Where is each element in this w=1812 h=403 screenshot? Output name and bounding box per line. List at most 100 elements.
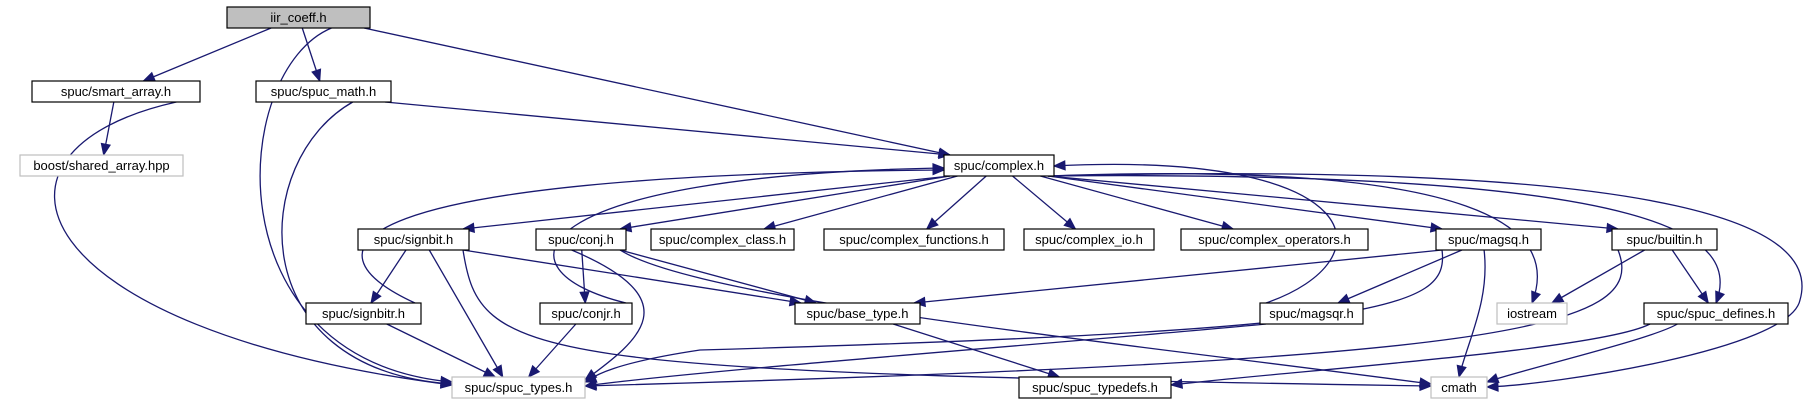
edge-magsq-to-base_type xyxy=(912,249,1443,308)
node-magsq[interactable]: spuc/magsq.h xyxy=(1435,228,1542,251)
node-cmath: cmath xyxy=(1430,376,1488,399)
node-box xyxy=(305,302,422,325)
arrowhead xyxy=(1052,160,1066,171)
edge-complex-to-complex_functions xyxy=(925,175,987,230)
arrowhead xyxy=(925,217,939,230)
arrowhead xyxy=(100,142,111,157)
node-label: spuc/builtin.h xyxy=(1627,232,1703,247)
node-label: spuc/complex_operators.h xyxy=(1198,232,1350,247)
node-box xyxy=(357,228,470,251)
edge-spuc_math-to-complex xyxy=(384,101,952,160)
edge-line xyxy=(1458,249,1486,378)
edge-line xyxy=(553,167,945,304)
edge-line xyxy=(1012,175,1076,230)
node-spuc_types: spuc/spuc_types.h xyxy=(451,376,586,399)
arrowhead xyxy=(311,68,322,83)
node-box xyxy=(650,228,795,251)
node-label: spuc/spuc_typedefs.h xyxy=(1032,380,1158,395)
node-label: spuc/complex.h xyxy=(954,158,1044,173)
node-signbitr[interactable]: spuc/signbitr.h xyxy=(305,302,422,325)
edge-line xyxy=(259,27,453,383)
edge-line xyxy=(1337,249,1463,304)
node-conjr[interactable]: spuc/conjr.h xyxy=(539,302,633,325)
node-label: spuc/conjr.h xyxy=(551,306,620,321)
node-conj[interactable]: spuc/conj.h xyxy=(535,228,627,251)
node-label: spuc/magsq.h xyxy=(1448,232,1529,247)
edge-spuc_defines-to-cmath xyxy=(1485,323,1678,383)
node-spuc_typedefs[interactable]: spuc/spuc_typedefs.h xyxy=(1018,376,1172,399)
edge-line xyxy=(584,323,1267,387)
node-label: spuc/complex_class.h xyxy=(659,232,786,247)
node-label: spuc/magsqr.h xyxy=(1269,306,1354,321)
edge-builtin-to-spuc_types xyxy=(583,249,1623,391)
edge-magsq-to-cmath xyxy=(1456,249,1486,379)
node-spuc_math[interactable]: spuc/spuc_math.h xyxy=(255,80,392,103)
arrowhead xyxy=(1418,377,1433,388)
edge-complex-to-complex_class xyxy=(762,175,958,232)
node-label: spuc/spuc_math.h xyxy=(271,84,377,99)
node-label: spuc/complex_functions.h xyxy=(839,232,989,247)
arrowhead xyxy=(527,364,541,378)
arrowhead xyxy=(1550,292,1565,304)
node-box xyxy=(823,228,1005,251)
edge-line xyxy=(619,249,817,304)
arrowhead xyxy=(1715,290,1725,305)
file-nodes: iir_coeff.h spuc/smart_array.h spuc/spuc_m… xyxy=(19,6,1789,399)
node-complex_functions[interactable]: spuc/complex_functions.h xyxy=(823,228,1005,251)
edge-line xyxy=(1047,173,1803,388)
edge-complex-to-signbit xyxy=(461,175,951,233)
arrowhead xyxy=(1169,378,1184,389)
edge-line xyxy=(1047,174,1721,304)
node-box xyxy=(1430,376,1488,399)
node-spuc_defines[interactable]: spuc/spuc_defines.h xyxy=(1643,302,1789,325)
edge-line xyxy=(619,249,1432,385)
node-label: spuc/complex_io.h xyxy=(1035,232,1143,247)
node-box xyxy=(794,302,921,325)
edge-line xyxy=(584,249,1444,383)
node-box xyxy=(1259,302,1364,325)
edge-complex-to-magsq xyxy=(1047,175,1444,233)
arrowhead xyxy=(1531,290,1542,305)
edge-line xyxy=(428,249,504,378)
node-label: spuc/smart_array.h xyxy=(61,84,171,99)
node-smart_array[interactable]: spuc/smart_array.h xyxy=(31,80,201,103)
arrowhead xyxy=(370,290,382,305)
arrowhead xyxy=(440,378,454,389)
node-box xyxy=(535,228,627,251)
edge-line xyxy=(361,169,945,304)
arrowhead xyxy=(1063,217,1077,230)
node-box xyxy=(31,80,201,103)
node-iir_coeff[interactable]: iir_coeff.h xyxy=(226,6,371,29)
node-builtin[interactable]: spuc/builtin.h xyxy=(1611,228,1718,251)
node-base_type[interactable]: spuc/base_type.h xyxy=(794,302,921,325)
node-box xyxy=(255,80,392,103)
arrowhead xyxy=(142,71,157,82)
arrowhead xyxy=(1456,364,1467,379)
edge-magsq-to-spuc_types xyxy=(583,249,1444,383)
edge-line xyxy=(1047,175,1619,230)
edge-conjr-to-spuc_types xyxy=(527,323,577,378)
node-label: spuc/spuc_types.h xyxy=(465,380,573,395)
node-box xyxy=(19,154,184,177)
edge-complex-to-complex_io xyxy=(1012,175,1077,230)
edge-line xyxy=(386,323,496,378)
edge-line xyxy=(1040,175,1234,230)
arrowhead xyxy=(492,364,504,379)
edge-conj-to-conjr xyxy=(579,249,590,305)
node-complex_operators[interactable]: spuc/complex_operators.h xyxy=(1180,228,1369,251)
edge-iir_coeff-to-complex xyxy=(363,27,952,158)
node-box xyxy=(1611,228,1718,251)
node-box xyxy=(539,302,633,325)
node-label: iostream xyxy=(1507,306,1557,321)
node-label: spuc/signbitr.h xyxy=(322,306,405,321)
edge-line xyxy=(584,249,1623,387)
node-complex_class[interactable]: spuc/complex_class.h xyxy=(650,228,795,251)
edge-signbit-to-spuc_types xyxy=(428,249,504,379)
edge-complex-to-cmath xyxy=(1047,173,1803,392)
node-signbit[interactable]: spuc/signbit.h xyxy=(357,228,470,251)
node-complex[interactable]: spuc/complex.h xyxy=(943,154,1055,177)
node-magsqr[interactable]: spuc/magsqr.h xyxy=(1259,302,1364,325)
edge-line xyxy=(1170,323,1651,386)
node-box xyxy=(226,6,371,29)
node-complex_io[interactable]: spuc/complex_io.h xyxy=(1023,228,1155,251)
